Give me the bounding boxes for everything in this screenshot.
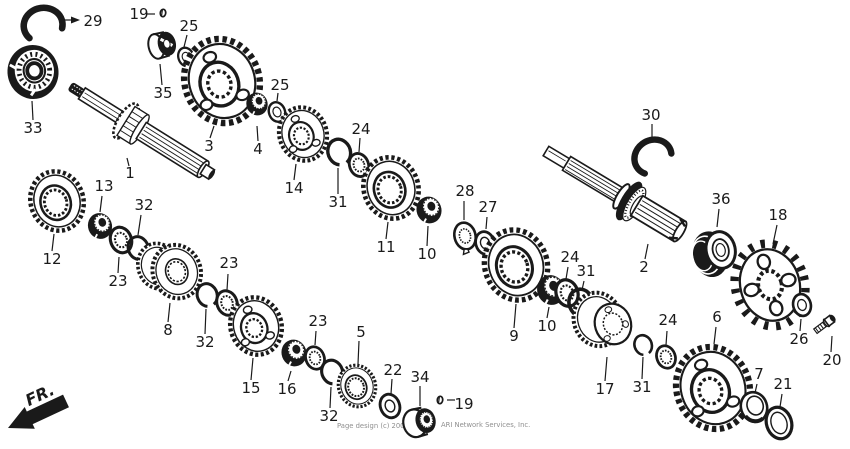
- callout-20[interactable]: 20: [822, 351, 841, 369]
- callout-14[interactable]: 14: [284, 179, 303, 197]
- part-2-countershaft: [542, 145, 688, 243]
- callout-32-a[interactable]: 32: [134, 196, 153, 214]
- callout-1[interactable]: 1: [125, 164, 135, 182]
- callout-32-b[interactable]: 32: [195, 333, 214, 351]
- fr-arrow-shaft: [24, 394, 69, 426]
- watermark-left: Page design (c) 2004-2: [337, 422, 416, 430]
- part-24-washer-c: [652, 341, 680, 373]
- callout-24-b[interactable]: 24: [560, 248, 579, 266]
- callout-24-c[interactable]: 24: [658, 311, 677, 329]
- callout-6[interactable]: 6: [712, 308, 722, 326]
- callout-19-b[interactable]: 19: [454, 395, 473, 413]
- fr-indicator: FR.: [8, 380, 69, 429]
- part-36-collar: [691, 230, 737, 278]
- callout-10-a[interactable]: 10: [417, 245, 436, 263]
- watermark-right: ARI Network Services, Inc.: [441, 421, 530, 429]
- part-29-circlip: [21, 5, 64, 39]
- part-19-clip-a: [158, 8, 168, 18]
- part-6-gear: [665, 337, 760, 439]
- callout-24-a[interactable]: 24: [351, 120, 370, 138]
- part-19-clip-b: [435, 395, 445, 405]
- part-12-gear: [23, 164, 92, 237]
- part-28-washer: [453, 221, 477, 256]
- fr-arrow-icon: [8, 406, 35, 429]
- callout-15[interactable]: 15: [241, 379, 260, 397]
- callout-4[interactable]: 4: [253, 140, 263, 158]
- callout-28[interactable]: 28: [455, 182, 474, 200]
- part-21-ring: [764, 405, 794, 441]
- callout-5[interactable]: 5: [356, 323, 366, 341]
- callout-36[interactable]: 36: [711, 190, 730, 208]
- callout-31-a[interactable]: 31: [328, 193, 347, 211]
- callout-10-b[interactable]: 10: [537, 317, 556, 335]
- part-20-bolt: [812, 314, 836, 335]
- part-34-bushing: [402, 406, 436, 439]
- callout-18[interactable]: 18: [768, 206, 787, 224]
- part-31-snapring-c: [630, 331, 656, 359]
- callout-3[interactable]: 3: [204, 137, 214, 155]
- callout-11[interactable]: 11: [376, 238, 395, 256]
- part-22-washer: [375, 390, 405, 422]
- callout-23-a[interactable]: 23: [108, 272, 127, 290]
- callout-31-b[interactable]: 31: [576, 262, 595, 280]
- callout-9[interactable]: 9: [509, 327, 519, 345]
- leader-arrow-29: [71, 16, 80, 24]
- callout-26[interactable]: 26: [789, 330, 808, 348]
- part-33-bearing: [4, 42, 62, 103]
- callout-27[interactable]: 27: [478, 198, 497, 216]
- callout-16[interactable]: 16: [277, 380, 296, 398]
- callout-labels: 29 19 25 35 33 1 3 4 25 14 31 24 11 10 1…: [23, 5, 841, 425]
- callout-7[interactable]: 7: [754, 365, 764, 383]
- part-3-gear: [173, 29, 270, 133]
- callout-34[interactable]: 34: [410, 368, 429, 386]
- callout-30[interactable]: 30: [641, 106, 660, 124]
- callout-25-a[interactable]: 25: [179, 17, 198, 35]
- callout-23-b[interactable]: 23: [219, 254, 238, 272]
- callout-33[interactable]: 33: [23, 119, 42, 137]
- callout-29[interactable]: 29: [83, 12, 102, 30]
- callout-13[interactable]: 13: [94, 177, 113, 195]
- callout-19-a[interactable]: 19: [129, 5, 148, 23]
- part-23-washer-c: [301, 342, 329, 374]
- callout-12[interactable]: 12: [42, 250, 61, 268]
- callout-17[interactable]: 17: [595, 380, 614, 398]
- callout-8[interactable]: 8: [163, 321, 173, 339]
- part-17-gear: [571, 290, 633, 349]
- callout-2[interactable]: 2: [639, 258, 649, 276]
- callout-35[interactable]: 35: [153, 84, 172, 102]
- callout-23-c[interactable]: 23: [308, 312, 327, 330]
- part-7-collar: [739, 390, 769, 424]
- callout-32-c[interactable]: 32: [319, 407, 338, 425]
- part-30-circlip: [628, 133, 674, 175]
- callout-22[interactable]: 22: [383, 361, 402, 379]
- callout-25-b[interactable]: 25: [270, 76, 289, 94]
- leader-lines: [31, 13, 833, 409]
- callout-31-c[interactable]: 31: [632, 378, 651, 396]
- part-1-mainshaft: [68, 82, 216, 181]
- part-35-collar: [147, 31, 177, 60]
- callout-21[interactable]: 21: [773, 375, 792, 393]
